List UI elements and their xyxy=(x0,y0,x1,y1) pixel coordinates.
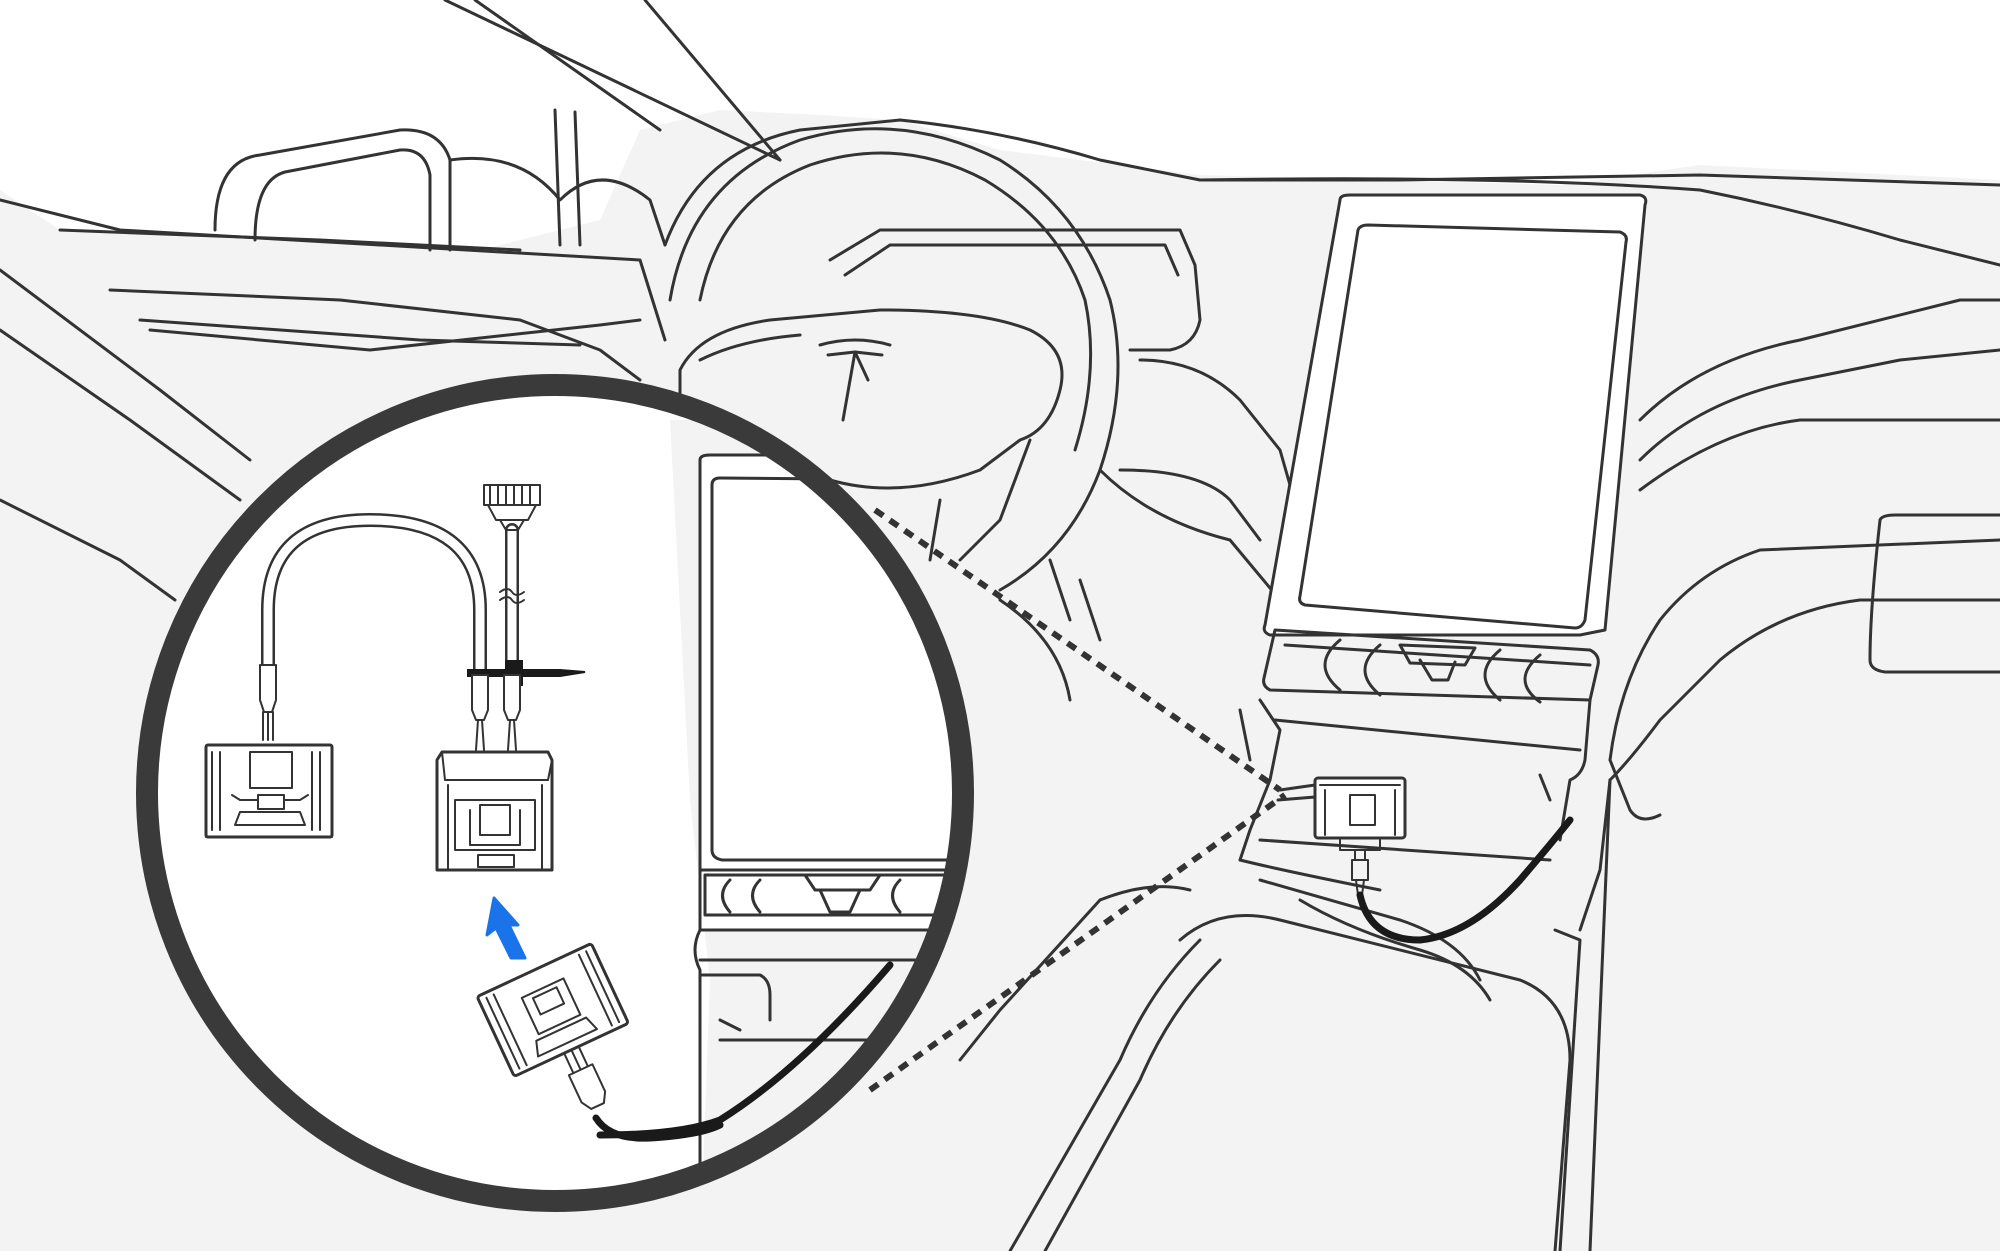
connector-icon xyxy=(435,674,554,872)
connector-icon xyxy=(476,942,629,1110)
console-connector xyxy=(1276,776,1574,944)
center-touchscreen xyxy=(1262,193,1648,637)
connector-icon xyxy=(483,484,541,531)
connector-icon xyxy=(204,664,334,839)
zoom-leader-lines xyxy=(868,507,1287,1093)
pass-through-cable xyxy=(483,484,541,687)
harness-loop xyxy=(261,512,487,687)
brand-logo-icon xyxy=(818,338,892,422)
insert-arrow-icon xyxy=(485,896,527,960)
